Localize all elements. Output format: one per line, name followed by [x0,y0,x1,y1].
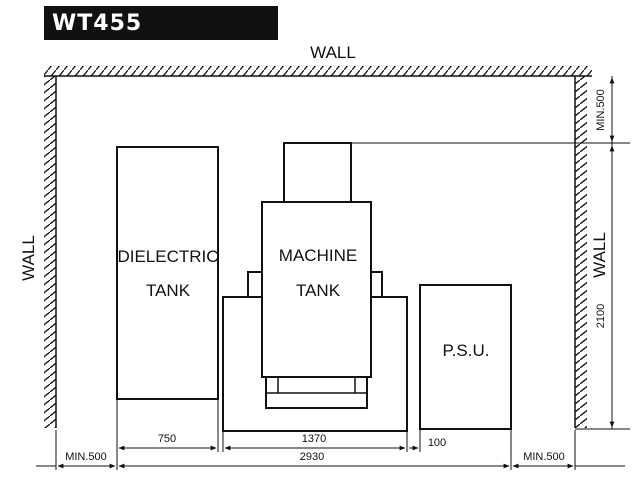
gap-width-label: 100 [428,437,446,449]
dielectric-tank: DIELECTRIC TANK [116,146,219,400]
machine-tank-label-line2: TANK [296,281,341,300]
left-wall-label: WALL [19,235,38,281]
machine-tank-label-line1: MACHINE [279,246,357,265]
machine-tank: MACHINE TANK [261,142,372,409]
title-banner: WT455 [44,6,278,40]
left-wall [44,76,57,428]
right-dimensions [351,76,630,430]
psu-label: P.S.U. [443,341,490,360]
dielectric-width-label: 750 [158,433,176,445]
min-500-left-label: MIN.500 [65,451,107,463]
right-wall [574,76,587,428]
bottom-dimensions [36,400,625,470]
dielectric-tank-label-line1: DIELECTRIC [117,247,218,266]
top-wall [44,66,592,77]
dielectric-tank-label-line2: TANK [146,281,191,300]
psu-unit: P.S.U. [419,284,512,430]
total-width-label: 2930 [300,451,324,463]
min-500-right-label: MIN.500 [523,451,565,463]
diagram-title: WT455 [52,11,143,36]
top-wall-label: WALL [310,43,356,62]
machine-width-label: 1370 [302,433,326,445]
height-2100-label: 2100 [595,304,607,328]
right-wall-label: WALL [590,232,609,278]
min-500-top-right-label: MIN.500 [595,89,607,131]
